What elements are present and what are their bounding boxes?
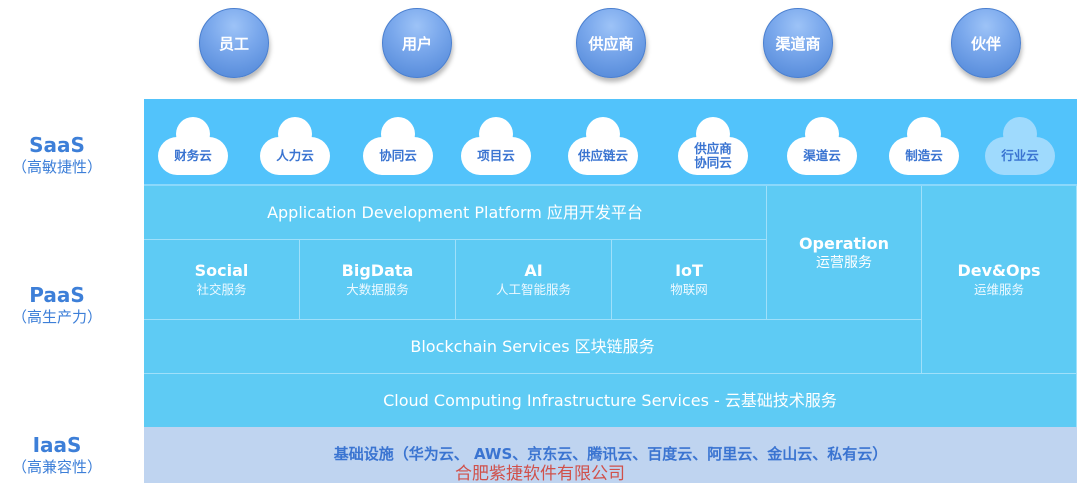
- divider: [144, 184, 1077, 186]
- blockchain-label: Blockchain Services 区块链服务: [410, 336, 655, 356]
- paas-label: PaaS （高生产力）: [0, 283, 114, 327]
- cloud-service-item: 供应链云: [568, 117, 638, 177]
- infrastructure-label: 基础设施（华为云、 AWS、京东云、腾讯云、百度云、阿里云、金山云、私有云）: [333, 444, 888, 463]
- stakeholder-partner: 伙伴: [951, 8, 1021, 78]
- service-name: Social: [194, 260, 249, 280]
- stakeholder-user: 用户: [382, 8, 452, 78]
- cloud-service-item: 渠道云: [787, 117, 857, 177]
- operation-desc: 运营服务: [816, 255, 872, 271]
- cloud-label: 行业云: [1001, 148, 1039, 163]
- cloud-service-item: 项目云: [461, 117, 531, 177]
- cloud-service-item: 财务云: [158, 117, 228, 177]
- cloud-icon: [985, 137, 1055, 175]
- cloud-service-item: 协同云: [363, 117, 433, 177]
- cloud-infra-label: Cloud Computing Infrastructure Services …: [383, 390, 837, 410]
- paas-title: PaaS: [29, 283, 85, 307]
- saas-subtitle: （高敏捷性）: [11, 158, 102, 176]
- devops-name: Dev&Ops: [957, 260, 1041, 280]
- service-social: Social 社交服务: [144, 240, 300, 320]
- service-desc: 社交服务: [196, 281, 247, 297]
- iaas-title: IaaS: [32, 433, 82, 457]
- cloud-icon: [678, 137, 748, 175]
- app-dev-platform-label: Application Development Platform 应用开发平台: [267, 202, 643, 222]
- cloud-label: 制造云: [905, 148, 943, 163]
- iaas-subtitle: （高兼容性）: [11, 458, 102, 476]
- cloud-icon: [260, 137, 330, 175]
- iaas-row: 基础设施（华为云、 AWS、京东云、腾讯云、百度云、阿里云、金山云、私有云）: [144, 427, 1077, 483]
- service-desc: 物联网: [670, 281, 708, 297]
- devops-desc: 运维服务: [973, 281, 1024, 297]
- cloud-service-item: 人力云: [260, 117, 330, 177]
- service-name: AI: [524, 260, 543, 280]
- app-dev-platform: Application Development Platform 应用开发平台: [144, 186, 767, 240]
- cloud-service-item: 制造云: [889, 117, 959, 177]
- saas-title: SaaS: [29, 133, 85, 157]
- service-desc: 大数据服务: [346, 281, 409, 297]
- stakeholder-supplier: 供应商: [576, 8, 646, 78]
- blockchain-services: Blockchain Services 区块链服务: [144, 320, 922, 374]
- cloud-icon: [363, 137, 433, 175]
- service-ai: AI 人工智能服务: [456, 240, 612, 320]
- cloud-icon: [889, 137, 959, 175]
- cloud-label: 供应链云: [577, 148, 628, 163]
- service-bigdata: BigData 大数据服务: [300, 240, 456, 320]
- cloud-infra-services: Cloud Computing Infrastructure Services …: [144, 374, 1077, 427]
- cloud-service-item: 行业云: [985, 117, 1055, 177]
- cloud-label: 人力云: [276, 148, 314, 163]
- cloud-label: 协同云: [379, 148, 417, 163]
- stakeholder-employee: 员工: [199, 8, 269, 78]
- service-operation: Operation 运营服务: [767, 186, 922, 320]
- cloud-label: 项目云: [477, 148, 515, 163]
- paas-subtitle: （高生产力）: [11, 308, 102, 326]
- operation-name: Operation: [798, 234, 890, 253]
- service-desc: 人工智能服务: [495, 281, 571, 297]
- iaas-label: IaaS （高兼容性）: [0, 433, 114, 477]
- saas-label: SaaS （高敏捷性）: [0, 133, 114, 177]
- cloud-label: 供应商 协同云: [694, 141, 732, 170]
- stakeholder-channel: 渠道商: [763, 8, 833, 78]
- service-name: IoT: [675, 260, 703, 280]
- service-iot: IoT 物联网: [612, 240, 767, 320]
- cloud-service-item: 供应商 协同云: [678, 117, 748, 177]
- service-name: BigData: [341, 260, 414, 280]
- cloud-icon: [461, 137, 531, 175]
- cloud-label: 渠道云: [803, 148, 841, 163]
- cloud-icon: [158, 137, 228, 175]
- watermark: 合肥紫捷软件有限公司: [455, 464, 625, 484]
- service-devops: Dev&Ops 运维服务: [922, 186, 1077, 374]
- cloud-icon: [787, 137, 857, 175]
- saas-row: 财务云 人力云 协同云 项目云 供应链云 供应商 协同云 渠道云 制造云 行业云: [144, 99, 1077, 184]
- cloud-label: 财务云: [174, 148, 212, 163]
- cloud-icon: [568, 137, 638, 175]
